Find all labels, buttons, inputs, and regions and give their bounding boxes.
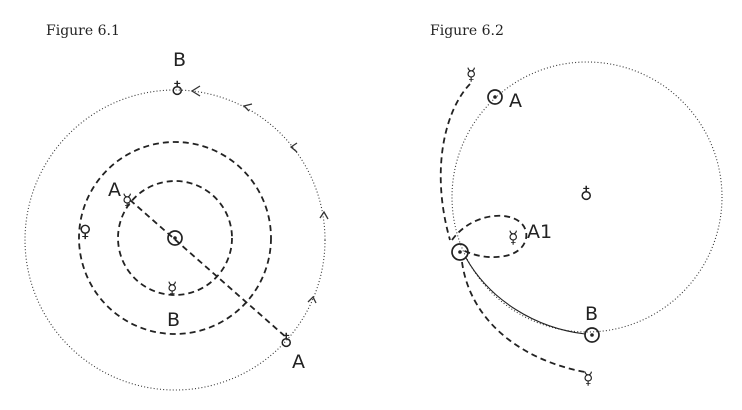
fig1-arrow-4 bbox=[319, 210, 329, 220]
fig2-sun-A bbox=[487, 89, 503, 105]
mercury-icon: ☿ bbox=[583, 369, 593, 389]
earth-icon: ♁ bbox=[580, 185, 592, 205]
fig2-path-bottom bbox=[461, 261, 586, 373]
fig1-arrow-2 bbox=[242, 103, 253, 112]
fig2-path-top bbox=[439, 83, 471, 241]
fig2-label-B: B bbox=[585, 303, 598, 325]
fig1-arrow-1 bbox=[190, 85, 201, 97]
fig2-sun-A-center bbox=[493, 95, 497, 99]
fig2-sun-B bbox=[584, 327, 600, 343]
mercury-icon: ☿ bbox=[508, 228, 518, 248]
venus-icon: ♀ bbox=[79, 222, 91, 242]
figure-1-caption: Figure 6.1 bbox=[46, 23, 120, 39]
earth-icon: ♁ bbox=[280, 332, 292, 352]
fig2-sun-left-center bbox=[458, 250, 462, 254]
fig1-outer-orbit bbox=[24, 89, 326, 391]
fig1-middle-orbit bbox=[78, 141, 272, 335]
fig1-label-A-inner: A bbox=[108, 179, 121, 201]
earth-icon: ♁ bbox=[171, 80, 183, 100]
mercury-icon: ☿ bbox=[122, 191, 132, 211]
fig1-label-A-outer: A bbox=[292, 351, 305, 373]
fig2-label-A: A bbox=[509, 90, 522, 112]
fig1-label-B-inner: B bbox=[167, 309, 180, 331]
fig1-label-B-outer: B bbox=[173, 49, 186, 71]
fig2-sun-B-center bbox=[590, 333, 594, 337]
mercury-icon: ☿ bbox=[466, 65, 476, 85]
figure-2-caption: Figure 6.2 bbox=[430, 23, 504, 39]
fig1-sun-center bbox=[173, 236, 177, 240]
fig1-line-A-to-A bbox=[129, 199, 288, 339]
fig1-arrow-5 bbox=[307, 295, 317, 304]
fig2-label-A1: A1 bbox=[527, 221, 552, 243]
fig2-orbit bbox=[451, 61, 723, 333]
mercury-icon: ☿ bbox=[167, 279, 177, 299]
fig1-inner-orbit bbox=[117, 180, 233, 296]
fig1-arrow-3 bbox=[289, 142, 298, 153]
fig2-loop-A1 bbox=[451, 214, 528, 258]
fig2-line-to-B bbox=[465, 257, 586, 335]
fig1-sun bbox=[167, 230, 183, 246]
